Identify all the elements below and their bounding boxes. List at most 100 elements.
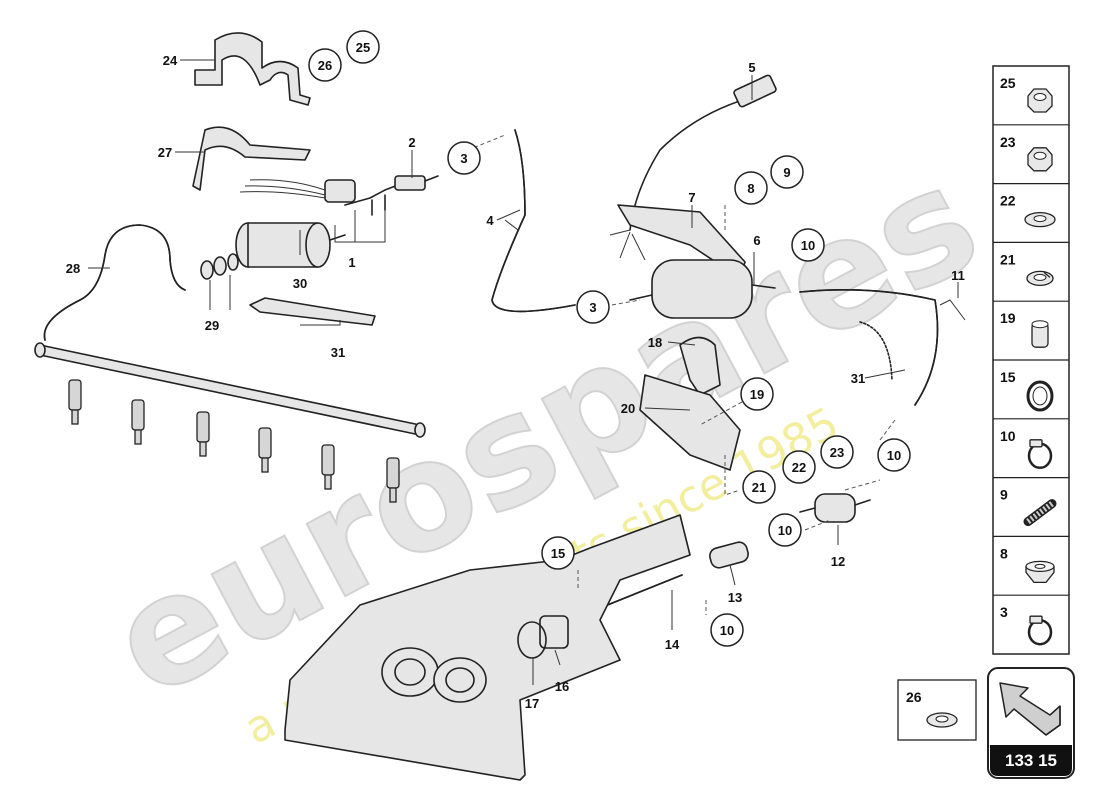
callout-30[interactable]: 30 [293, 276, 307, 291]
parts-artwork [34, 32, 939, 781]
callout-circle [782, 450, 816, 484]
callout-label: 25 [356, 40, 370, 55]
legend-item-8[interactable]: 8 [993, 535, 1069, 584]
legend-item-9[interactable]: 9 [993, 477, 1069, 527]
hose-13 [709, 541, 749, 569]
callout-label: 22 [792, 460, 806, 475]
callout-label: 10 [801, 238, 815, 253]
callout-31[interactable]: 31 [331, 345, 345, 360]
rubber-mount-icon [1025, 560, 1055, 584]
callout-circle [308, 48, 342, 82]
callout-1[interactable]: 1 [348, 255, 355, 270]
callout-circle [820, 435, 854, 469]
hose-4 [491, 129, 576, 313]
callout-circle [877, 438, 911, 472]
callout-18[interactable]: 18 [648, 335, 662, 350]
callout-24[interactable]: 24 [163, 53, 178, 68]
callout-7[interactable]: 7 [688, 190, 695, 205]
callout-circle [734, 171, 768, 205]
callout-29[interactable]: 29 [205, 318, 219, 333]
nut-icon [1027, 88, 1053, 113]
callout-label: 12 [831, 554, 845, 569]
legend-item-23[interactable]: 23 [993, 124, 1069, 172]
legend-number: 9 [1000, 487, 1008, 503]
legend-number: 23 [1000, 134, 1016, 150]
callout-label: 8 [747, 181, 754, 196]
callout-20[interactable]: 20 [621, 401, 635, 416]
callout-25[interactable]: 25 [346, 30, 380, 64]
spacer-sleeve-icon [1031, 320, 1049, 348]
callout-23[interactable]: 23 [820, 435, 854, 469]
callout-10[interactable]: 10 [877, 438, 911, 472]
callout-17[interactable]: 17 [525, 696, 539, 711]
hose-clamp-icon [1027, 439, 1053, 470]
legend-item-3[interactable]: 3 [993, 594, 1069, 646]
callout-label: 7 [688, 190, 695, 205]
callout-label: 19 [750, 387, 764, 402]
legend-item-19[interactable]: 19 [993, 300, 1069, 348]
callout-label: 21 [752, 480, 766, 495]
legend-item-15[interactable]: 15 [993, 359, 1069, 412]
callout-4[interactable]: 4 [486, 213, 494, 228]
callout-22[interactable]: 22 [782, 450, 816, 484]
callout-16[interactable]: 16 [555, 679, 569, 694]
callout-label: 30 [293, 276, 307, 291]
strap-27 [192, 126, 311, 191]
callout-31[interactable]: 31 [851, 371, 865, 386]
callout-19[interactable]: 19 [740, 377, 774, 411]
fuel-rail [34, 342, 426, 438]
legend-item-25[interactable]: 25 [1000, 75, 1053, 113]
callout-5[interactable]: 5 [748, 60, 755, 75]
callout-6[interactable]: 6 [753, 233, 760, 248]
fittings-29 [200, 253, 239, 280]
callout-10[interactable]: 10 [768, 513, 802, 547]
stud-bolt-icon [1023, 499, 1057, 527]
callout-26[interactable]: 26 [308, 48, 342, 82]
callout-21[interactable]: 21 [742, 470, 776, 504]
callout-11[interactable]: 11 [951, 268, 965, 283]
callout-14[interactable]: 14 [665, 637, 680, 652]
legend-number: 25 [1000, 75, 1016, 91]
callout-label: 26 [318, 58, 332, 73]
callout-15[interactable]: 15 [541, 536, 575, 570]
callout-circle [791, 228, 825, 262]
legend-item-10[interactable]: 10 [993, 418, 1069, 470]
callout-9[interactable]: 9 [770, 155, 804, 189]
legend-number: 19 [1000, 310, 1016, 326]
legend-item-21[interactable]: 21 [993, 241, 1069, 287]
legend-number: 15 [1000, 369, 1016, 385]
parts-legend: 25 23 22 21 19 15 10 9 8 3 [992, 65, 1070, 655]
bracket-24 [194, 32, 311, 106]
callout-13[interactable]: 13 [728, 590, 742, 605]
callout-8[interactable]: 8 [734, 171, 768, 205]
callout-label: 9 [783, 165, 790, 180]
fitting-16 [517, 615, 569, 659]
callout-label: 31 [331, 345, 345, 360]
callout-label: 2 [408, 135, 415, 150]
sleeve-31 [859, 321, 893, 381]
callout-label: 1 [348, 255, 355, 270]
callout-label: 31 [851, 371, 865, 386]
callout-10[interactable]: 10 [710, 613, 744, 647]
callout-circle [541, 536, 575, 570]
callout-3[interactable]: 3 [576, 290, 610, 324]
callout-circle [346, 30, 380, 64]
legend-item-22[interactable]: 22 [993, 183, 1069, 228]
callout-circle [576, 290, 610, 324]
callout-28[interactable]: 28 [66, 261, 80, 276]
callout-circle [768, 513, 802, 547]
callout-3[interactable]: 3 [447, 141, 481, 175]
fuel-tank [284, 514, 691, 781]
callout-circle [710, 613, 744, 647]
callout-label: 10 [720, 623, 734, 638]
callout-12[interactable]: 12 [831, 554, 845, 569]
callout-10[interactable]: 10 [791, 228, 825, 262]
callout-label: 18 [648, 335, 662, 350]
pipe-28 [43, 224, 186, 341]
callout-27[interactable]: 27 [158, 145, 172, 160]
page-badge[interactable]: 133 15 [987, 667, 1075, 779]
bracket-20 [639, 336, 741, 471]
callout-2[interactable]: 2 [408, 135, 415, 150]
